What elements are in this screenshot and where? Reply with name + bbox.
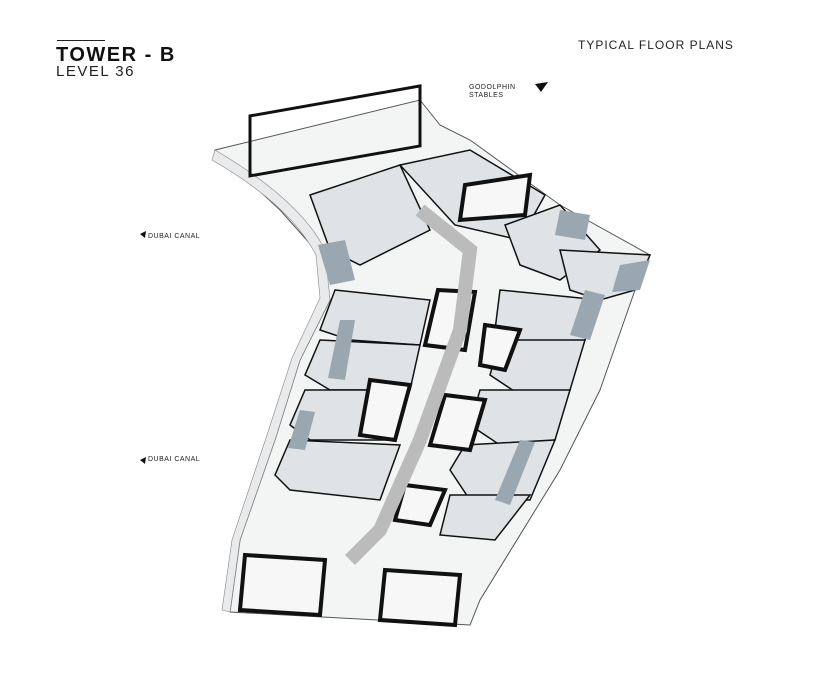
stables-label: GODOLPHIN STABLES bbox=[469, 84, 516, 100]
canal-arrow-icon-top bbox=[140, 231, 146, 238]
level-label: LEVEL 36 bbox=[56, 63, 135, 80]
cores bbox=[237, 84, 533, 628]
north-arrow-icon bbox=[535, 82, 548, 92]
stables-line2: STABLES bbox=[469, 92, 504, 99]
stables-line1: GODOLPHIN bbox=[469, 84, 516, 91]
title-rule bbox=[57, 40, 105, 41]
balconies bbox=[288, 210, 650, 505]
canal-label-bottom: DUBAI CANAL bbox=[148, 456, 201, 463]
canal-label-top: DUBAI CANAL bbox=[148, 233, 201, 240]
tower-title: TOWER - B bbox=[56, 44, 176, 66]
section-title: TYPICAL FLOOR PLANS bbox=[578, 38, 734, 52]
corridor bbox=[345, 204, 478, 565]
canal-arrow-icon-bottom bbox=[140, 457, 146, 464]
facade-strip bbox=[211, 149, 331, 613]
